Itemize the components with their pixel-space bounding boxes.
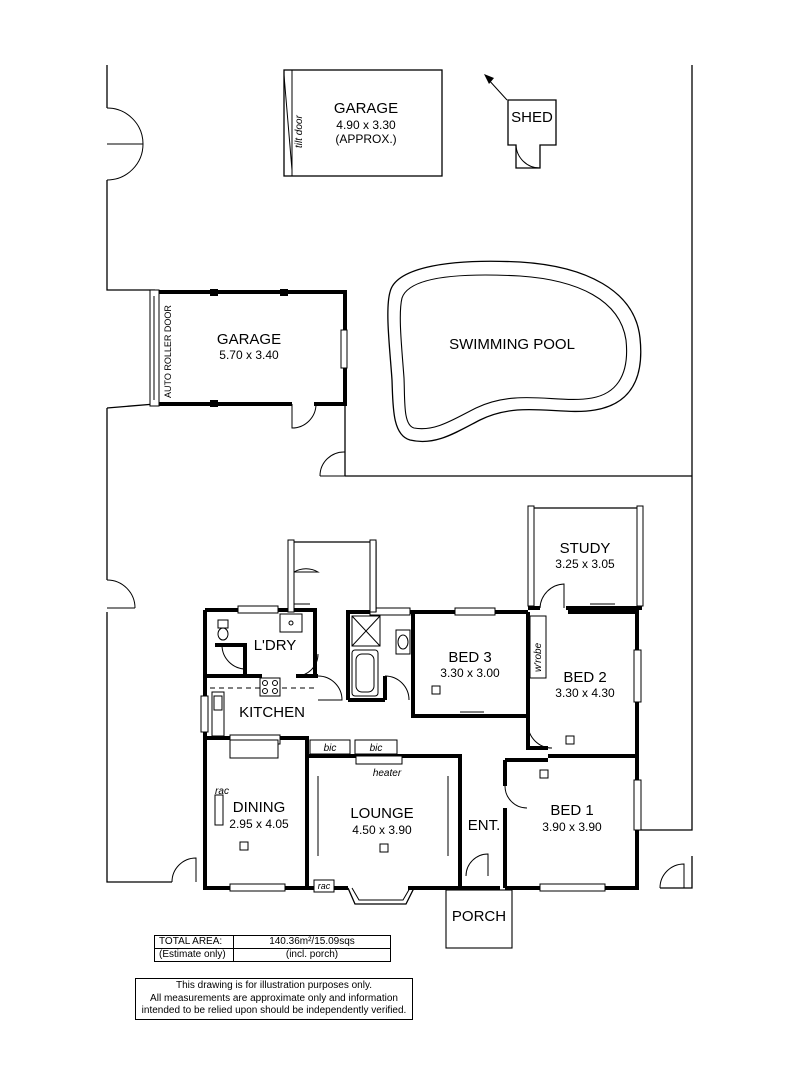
swimming-pool: SWIMMING POOL [387, 260, 642, 443]
lounge-dims: 4.50 x 3.90 [352, 823, 412, 837]
north-arrow-icon [484, 74, 494, 84]
rear-garage-note: (APPROX.) [335, 132, 396, 146]
bed3-name: BED 3 [448, 649, 491, 666]
disclaimer: This drawing is for illustration purpose… [135, 978, 413, 1020]
study-name: STUDY [560, 540, 611, 557]
incl-porch-label: (incl. porch) [233, 948, 391, 962]
wardrobe-label: w'robe [533, 642, 544, 672]
bic-label-2: bic [370, 743, 383, 754]
disclaimer-line-3: intended to be relied upon should be ind… [141, 1005, 407, 1016]
porch-name: PORCH [452, 908, 506, 925]
bed2-dims: 3.30 x 4.30 [555, 686, 615, 700]
area-table: TOTAL AREA: 140.36m²/15.09sqs (Estimate … [154, 935, 391, 962]
dining-rac-label: rac [215, 786, 229, 797]
estimate-label: (Estimate only) [154, 948, 234, 962]
shed: SHED [484, 74, 557, 169]
dining-name: DINING [233, 799, 286, 816]
heater-label: heater [373, 768, 402, 779]
pool-name: SWIMMING POOL [449, 336, 575, 353]
disclaimer-line-1: This drawing is for illustration purpose… [175, 980, 372, 991]
roller-door-label: AUTO ROLLER DOOR [163, 305, 173, 398]
bed1-name: BED 1 [550, 802, 593, 819]
windows [200, 605, 642, 892]
lounge-rac-label: rac [318, 881, 331, 891]
kitchen-name: KITCHEN [239, 704, 305, 721]
laundry-name: L'DRY [254, 637, 297, 654]
garage-name: GARAGE [217, 331, 281, 348]
fixtures [210, 613, 575, 893]
rear-garage-dims: 4.90 x 3.30 [336, 118, 396, 132]
area-row-estimate: (Estimate only) (incl. porch) [154, 948, 391, 962]
doors [221, 644, 553, 905]
lounge-name: LOUNGE [350, 805, 413, 822]
rear-garage: tilt door GARAGE 4.90 x 3.30 (APPROX.) [283, 69, 443, 177]
area-row-total: TOTAL AREA: 140.36m²/15.09sqs [154, 935, 391, 949]
entry-name: ENT. [468, 817, 501, 834]
tilt-door-label: tilt door [294, 115, 305, 148]
site-boundary [106, 65, 693, 889]
total-area-value: 140.36m²/15.09sqs [233, 935, 391, 949]
laundry-extension [287, 539, 377, 613]
bed3-dims: 3.30 x 3.00 [440, 666, 500, 680]
garage-dims: 5.70 x 3.40 [219, 348, 279, 362]
disclaimer-line-2: All measurements are approximate only an… [150, 992, 398, 1004]
dining-dims: 2.95 x 4.05 [229, 817, 289, 831]
total-area-label: TOTAL AREA: [154, 935, 234, 949]
study: STUDY 3.25 x 3.05 [527, 505, 644, 611]
study-dims: 3.25 x 3.05 [555, 557, 615, 571]
bed1-dims: 3.90 x 3.90 [542, 820, 602, 834]
bic-label-1: bic [324, 743, 337, 754]
bed2-name: BED 2 [563, 669, 606, 686]
shed-name: SHED [511, 109, 553, 126]
rear-garage-name: GARAGE [334, 100, 398, 117]
garage: AUTO ROLLER DOOR GARAGE 5.70 x 3.40 [149, 289, 348, 477]
porch: PORCH [445, 889, 513, 949]
